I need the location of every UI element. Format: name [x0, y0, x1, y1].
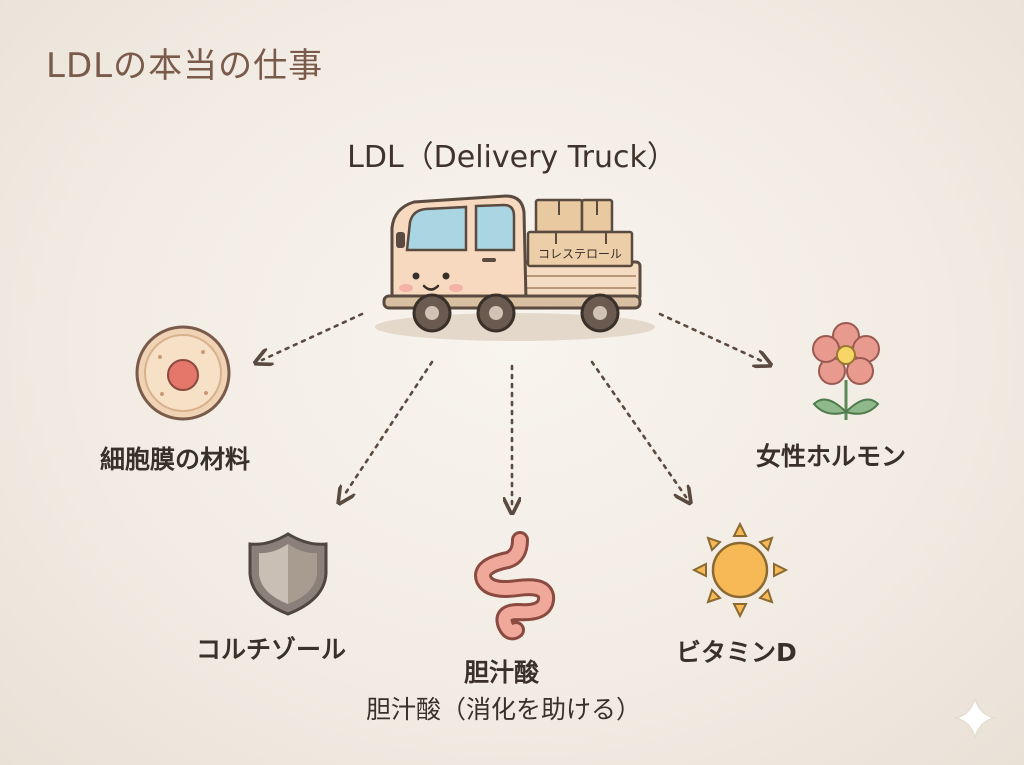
- label-bile-acid: 胆汁酸: [464, 658, 540, 687]
- delivery-arrows: [262, 312, 764, 506]
- label-bile-acid-description: 胆汁酸（消化を助ける）: [366, 695, 642, 724]
- label-vitamin-d: ビタミンD: [676, 638, 797, 667]
- truck-heading: LDL（Delivery Truck）: [347, 140, 677, 175]
- intestine-icon: [474, 531, 556, 641]
- flower-icon: [812, 322, 880, 420]
- page-title: LDLの本当の仕事: [46, 46, 324, 86]
- arrow-to-female-hormone: [658, 312, 764, 362]
- cargo-boxes-icon: [526, 198, 634, 268]
- arrow-to-cortisol: [343, 360, 434, 497]
- shield-icon: [248, 532, 328, 616]
- label-cell-membrane: 細胞膜の材料: [100, 445, 251, 474]
- label-female-hormone: 女性ホルモン: [756, 442, 907, 471]
- arrow-to-cell-membrane: [262, 312, 364, 360]
- label-cortisol: コルチゾール: [196, 635, 347, 664]
- sparkle-icon: [953, 697, 997, 739]
- delivery-truck-icon: [375, 194, 655, 341]
- cargo-label: コレステロール: [538, 247, 622, 261]
- sun-icon: [691, 521, 789, 619]
- arrow-to-vitamin-d: [590, 360, 686, 497]
- cell-icon: [135, 325, 231, 421]
